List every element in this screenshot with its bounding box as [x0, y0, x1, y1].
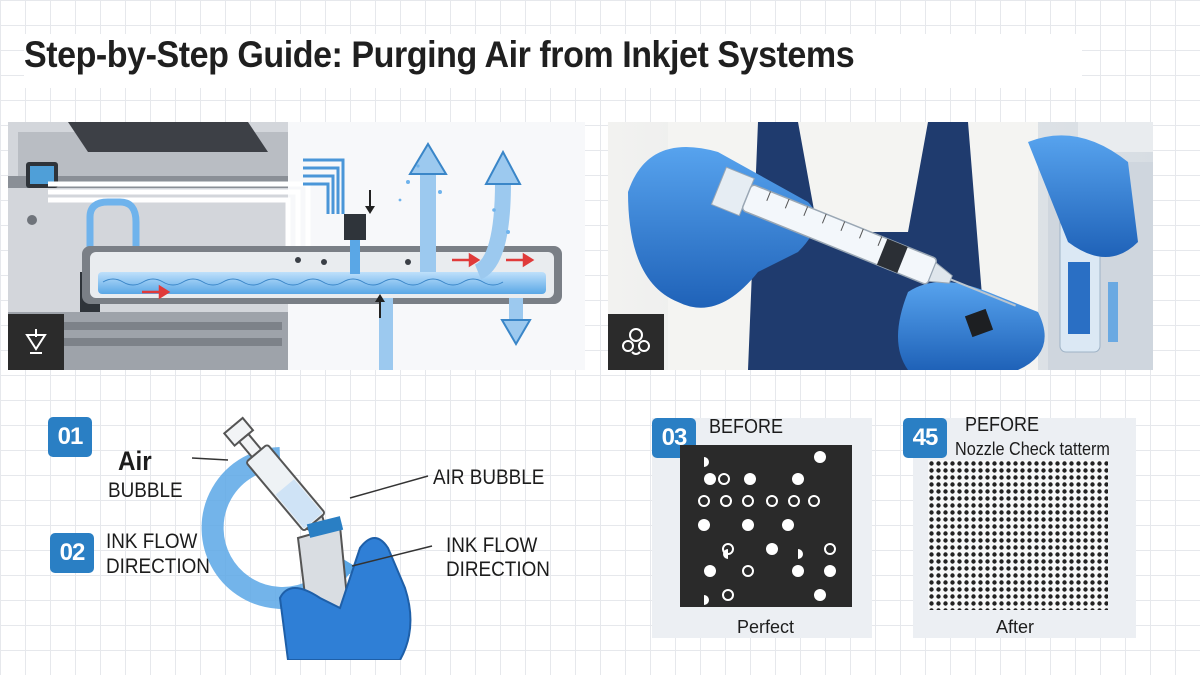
ink-cartridge — [1068, 262, 1090, 334]
step-45-badge: 45 — [903, 418, 947, 458]
step-02-badge: 02 — [50, 533, 94, 573]
syringe-refill-illustration — [608, 122, 1153, 370]
syringe — [710, 166, 1016, 307]
funnel-drop-badge — [8, 314, 64, 370]
nozzle-check-subheading: Nozzle Check tatterm — [955, 439, 1110, 459]
blue-glove-hand — [278, 537, 412, 660]
ink-channel — [98, 272, 546, 294]
syringe-purge-diagram — [191, 416, 433, 660]
printer-screen — [30, 166, 54, 184]
printer-diagram — [8, 122, 562, 370]
step-01-badge: 01 — [48, 417, 92, 457]
funnel-drop-icon — [25, 329, 47, 354]
left-glove — [628, 147, 816, 308]
before-caption: Perfect — [737, 617, 795, 637]
syringe-scene — [608, 122, 1153, 370]
molecule-icon — [622, 328, 650, 355]
ink-flow-callout-line2: DIRECTION — [446, 558, 550, 581]
printer-ink-line-illustration — [8, 122, 585, 370]
before-heading: BEFORE — [709, 416, 784, 438]
step-01-label-line2: BUBBLE — [108, 479, 183, 502]
step-02-label-line2: DIRECTION — [106, 555, 210, 578]
after-nozzle-pattern — [928, 460, 1108, 610]
step-01-label-line1: Air — [118, 446, 152, 476]
air-bubble-callout: AIR BUBBLE — [433, 466, 545, 489]
before-nozzle-pattern — [680, 445, 852, 607]
page-title: Step-by-Step Guide: Purging Air from Ink… — [24, 34, 1082, 88]
step-02-label-line1: INK FLOW — [106, 530, 198, 553]
molecule-badge — [608, 314, 664, 370]
after-caption: After — [996, 617, 1035, 637]
after-heading: PEFORE — [965, 414, 1040, 436]
ink-flow-callout-line1: INK FLOW — [446, 534, 538, 557]
